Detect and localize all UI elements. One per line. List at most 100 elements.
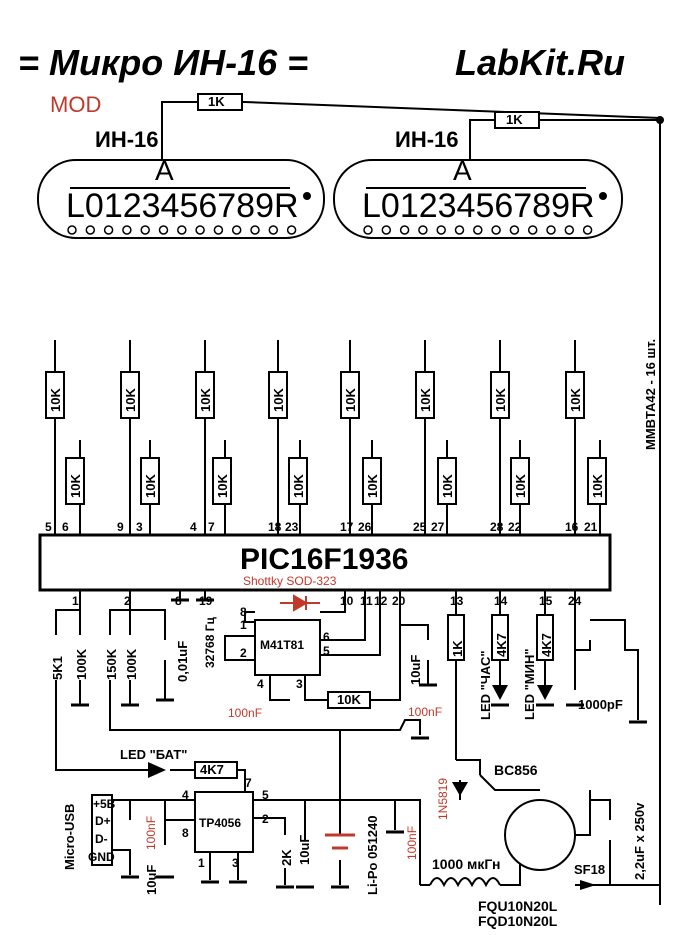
tube2-pin <box>509 225 520 235</box>
mcu-top-pin: 17 <box>340 520 354 534</box>
mcu-top-pin: 22 <box>508 520 522 534</box>
rtc-pin: 5 <box>323 644 330 658</box>
battery-label: Li-Po 051240 <box>365 815 380 896</box>
page-title: = Микро ИН-16 = <box>18 42 309 83</box>
top-resistor-label: 10K <box>493 388 508 412</box>
bottom-resistor <box>212 457 232 505</box>
tube1-digits: L0123456789R <box>66 187 299 225</box>
cap-100nf-right: 100nF <box>408 705 443 719</box>
shottky-label: Shottky SOD-323 <box>243 574 337 588</box>
transistor-note: MMBTA42 - 16 шт. <box>643 338 658 450</box>
tube1-pin <box>231 225 242 235</box>
inductor-label: 1000 мкГн <box>432 856 501 872</box>
tube2-name: ИН-16 <box>395 127 459 152</box>
tube1-pin <box>250 225 260 235</box>
r-4k7-pin14: 4K7 <box>494 633 509 657</box>
tube2-pin <box>546 225 556 235</box>
top-resistor-label: 10K <box>343 388 358 412</box>
mcu-top-pin: 9 <box>117 520 124 534</box>
bottom-resistor-label: 10K <box>513 474 528 498</box>
usb-pin-dminus: D- <box>95 832 108 846</box>
tube2-anode: A <box>453 155 472 186</box>
usb-label: Micro-USB <box>62 803 77 870</box>
top-resistor-label: 10K <box>123 388 138 412</box>
top-resistor <box>490 371 510 419</box>
bottom-resistor-label: 10K <box>365 474 380 498</box>
top-resistor <box>268 371 288 419</box>
top-resistor <box>195 371 215 419</box>
diode-sf18: SF18 <box>574 862 606 877</box>
bottom-resistor-label: 10K <box>590 474 605 498</box>
mcu-bottom-pin: 15 <box>539 594 553 608</box>
mcu-bottom-pin: 10 <box>340 594 354 608</box>
tube1-pin <box>177 225 187 235</box>
rtc-pin: 6 <box>323 630 330 644</box>
rtc-pin: 8 <box>240 605 247 619</box>
top-resistor-label: 10K <box>48 388 63 412</box>
r-5k1: 5K1 <box>50 656 65 680</box>
mcu-bottom-pin: 12 <box>374 594 388 608</box>
tube1-pin <box>67 225 77 235</box>
tube2-pin <box>418 225 428 235</box>
bottom-resistor-label: 10K <box>291 474 306 498</box>
top-resistor-label: 10K <box>568 388 583 412</box>
cap-100nf-usb: 100nF <box>144 815 158 850</box>
crystal-label: 32768 Гц <box>203 617 217 668</box>
mcu-top-pin: 18 <box>268 520 282 534</box>
rtc-pin: 3 <box>296 677 303 691</box>
diode-1n5819: 1N5819 <box>436 777 450 820</box>
tube2-pin <box>399 225 410 235</box>
top-resistor <box>565 371 585 419</box>
led-bat: LED "БАТ" <box>120 747 188 762</box>
tube2-digits: L0123456789R <box>362 187 595 225</box>
rtc-name: M41T81 <box>260 638 305 652</box>
mosfet-alt-label: FQD10N20L <box>478 913 558 929</box>
bottom-resistor <box>437 457 457 505</box>
cap-10uf-bat: 10uF <box>297 834 312 865</box>
mcu-name: PIC16F1936 <box>240 543 409 576</box>
charger-pin: 1 <box>198 856 205 870</box>
r-4k7-bat: 4K7 <box>200 762 224 777</box>
bottom-resistor-label: 10K <box>68 474 83 498</box>
transistor-bc856: BC856 <box>494 762 538 778</box>
r-100k-a: 100K <box>74 648 89 680</box>
mcu-bottom-pin: 19 <box>199 594 213 608</box>
rtc-resistor-label: 10K <box>337 692 361 707</box>
tube1-pin <box>213 225 224 235</box>
tube1-pin <box>268 225 279 235</box>
mcu-bottom-pin: 2 <box>124 594 131 608</box>
mcu-top-pin: 25 <box>413 520 427 534</box>
cap-1000pf: 1000pF <box>578 697 623 712</box>
top-resistor <box>415 371 435 419</box>
mcu-top-pin: 3 <box>136 520 143 534</box>
cap-100nf-bat: 100nF <box>405 825 419 860</box>
tube1-anode: A <box>155 155 174 186</box>
led-min: LED "МИН" <box>522 648 537 721</box>
charger-pin: 2 <box>262 812 269 826</box>
r-1k-pin13: 1K <box>450 640 465 657</box>
top-resistor-label: 10K <box>198 388 213 412</box>
top-resistor <box>45 371 65 419</box>
site-name: LabKit.Ru <box>455 42 625 83</box>
r-4k7-pin15: 4K7 <box>539 633 554 657</box>
bottom-resistor-label: 10K <box>440 474 455 498</box>
mcu-top-pin: 16 <box>565 520 579 534</box>
r-150k: 150K <box>104 648 119 680</box>
tube2-resistor: 1K <box>506 112 523 127</box>
mcu-bottom-pin: 24 <box>568 594 582 608</box>
mcu-top-pin: 7 <box>208 520 215 534</box>
mcu-top-pin: 26 <box>358 520 372 534</box>
mcu-bottom-pin: 13 <box>450 594 464 608</box>
tube2-pin <box>527 225 538 235</box>
mcu-top-pin: 23 <box>285 520 299 534</box>
bottom-resistor-label: 10K <box>143 474 158 498</box>
r-100k-b: 100K <box>124 648 139 680</box>
tube1-pin <box>85 225 96 235</box>
tube2-pin <box>582 225 593 235</box>
usb-pin-dplus: D+ <box>95 814 111 828</box>
tube1-name: ИН-16 <box>95 127 159 152</box>
top-resistor-label: 10K <box>271 388 286 412</box>
r-2k: 2K <box>279 849 294 866</box>
tube1-pin <box>122 225 132 235</box>
